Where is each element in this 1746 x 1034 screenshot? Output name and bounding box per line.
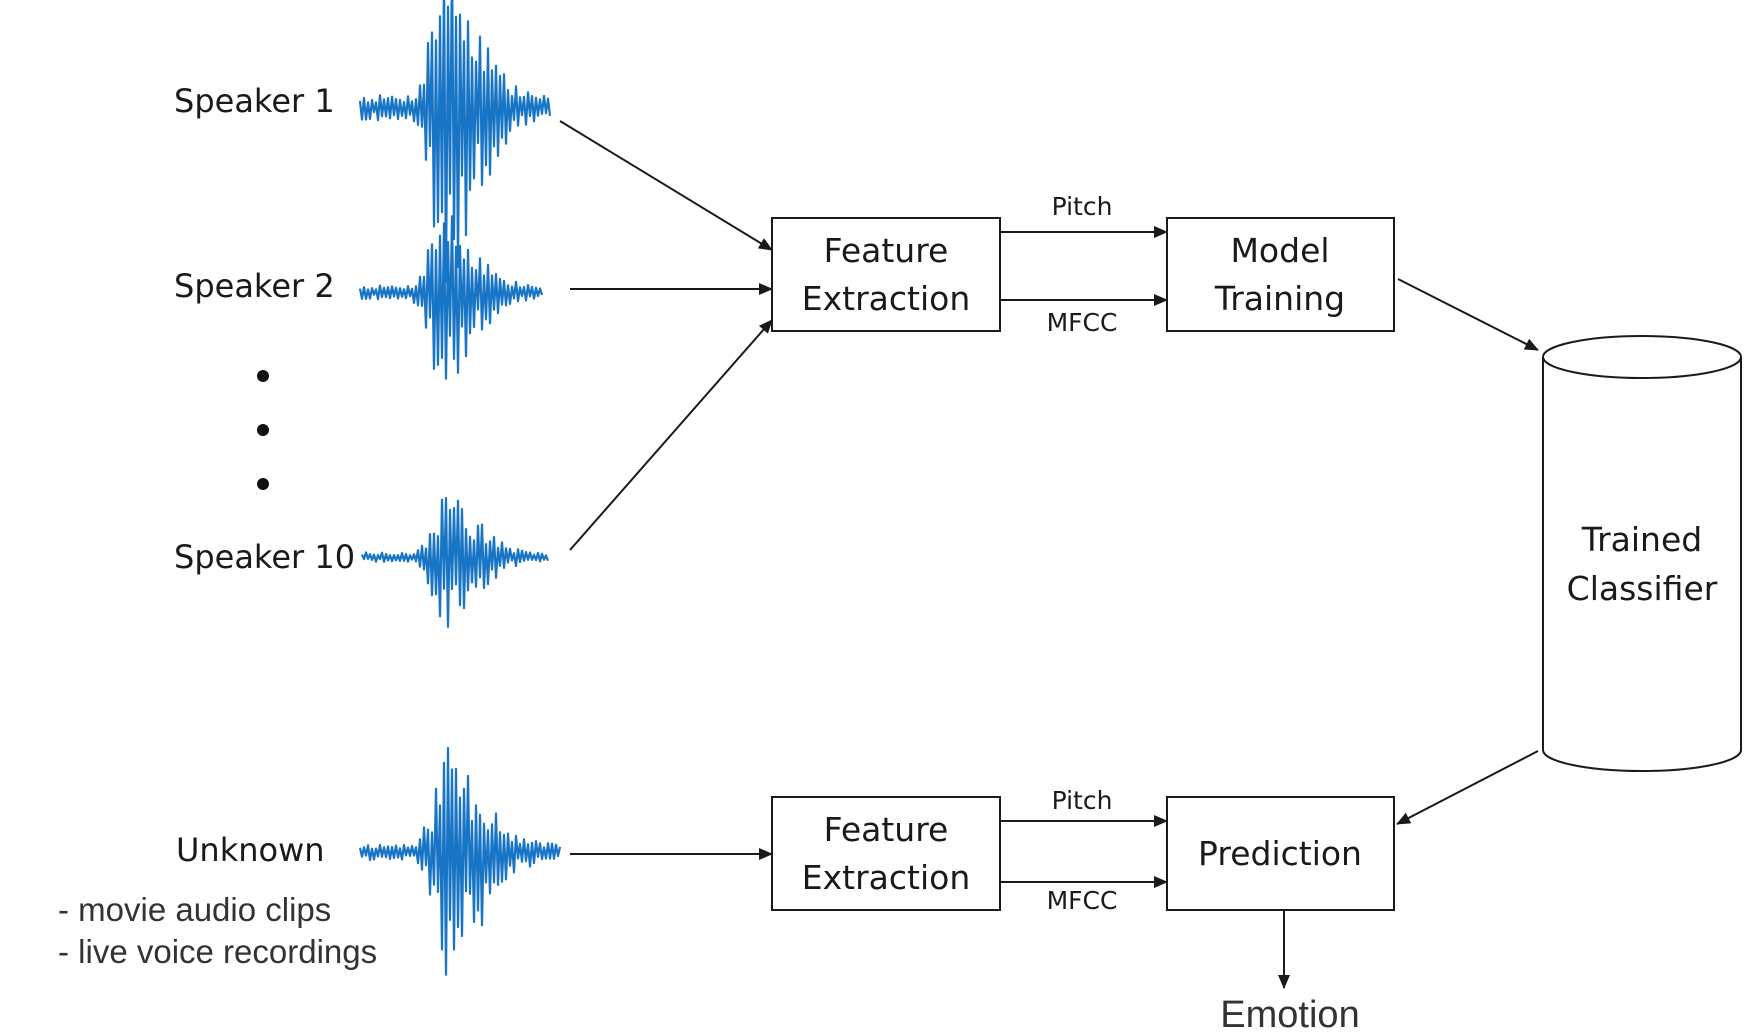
unknown-waveform	[358, 747, 562, 976]
prediction-box: Prediction	[1166, 796, 1395, 911]
pitch-label-training: Pitch	[1052, 192, 1113, 221]
trained-classifier-cylinder: Trained Classifier	[1542, 335, 1742, 772]
unknown-label: Unknown	[176, 831, 325, 869]
unknown-source-movie: - movie audio clips	[58, 891, 331, 928]
mfcc-label-testing: MFCC	[1047, 886, 1118, 915]
arrow-speaker-10-to-feature	[569, 319, 773, 551]
trained-classifier-label-line2: Classifier	[1567, 569, 1718, 608]
feature-extraction-test-label-line1: Feature	[824, 810, 949, 849]
pitch-label-testing: Pitch	[1052, 786, 1113, 815]
speaker-2-waveform	[358, 215, 544, 380]
feature-extraction-label-line1: Feature	[824, 231, 949, 270]
speaker-1-waveform	[358, 0, 552, 283]
prediction-label: Prediction	[1198, 834, 1362, 873]
unknown-source-live: - live voice recordings	[58, 933, 377, 970]
speaker-10-waveform	[360, 496, 550, 628]
arrow-model-to-classifier	[1397, 278, 1539, 351]
emotion-output-label: Emotion	[1220, 994, 1359, 1034]
speaker-2-label: Speaker 2	[174, 267, 335, 305]
arrow-classifier-to-prediction	[1396, 750, 1539, 825]
trained-classifier-label-line1: Trained	[1581, 520, 1702, 559]
model-training-box: Model Training	[1166, 217, 1395, 332]
speaker-10-label: Speaker 10	[174, 538, 355, 576]
model-training-label-line2: Training	[1214, 279, 1345, 318]
ellipsis-dots	[257, 370, 269, 490]
feature-extraction-box-testing: Feature Extraction	[771, 796, 1001, 911]
feature-extraction-test-label-line2: Extraction	[802, 858, 970, 897]
feature-extraction-box-training: Feature Extraction	[771, 217, 1001, 332]
feature-extraction-label-line2: Extraction	[802, 279, 970, 318]
model-training-label-line1: Model	[1230, 231, 1329, 270]
arrow-speaker-1-to-feature	[559, 120, 773, 251]
speaker-1-label: Speaker 1	[174, 82, 335, 120]
mfcc-label-training: MFCC	[1047, 308, 1118, 337]
